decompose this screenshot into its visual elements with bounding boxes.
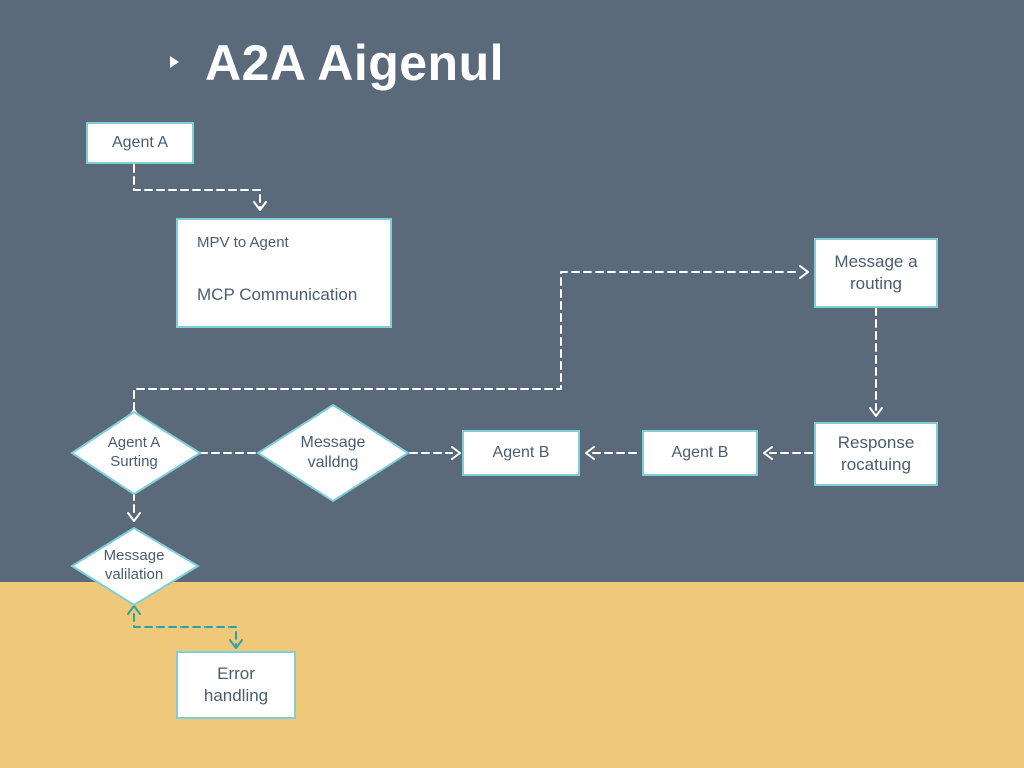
node-error-handling: Error handling [176, 651, 296, 719]
connector-agent-a-to-mpv [133, 164, 261, 209]
node-message-routing-line2: routing [850, 274, 902, 293]
node-message-routing-line1: Message a [834, 251, 918, 271]
node-agent-b-right: Agent B [642, 430, 758, 476]
arrowhead-validation [127, 512, 141, 522]
node-agent-b-left-label: Agent B [492, 443, 550, 461]
node-response-rocatuing: Response rocatuing [814, 422, 938, 486]
arrowhead-response [869, 407, 883, 417]
node-mpv-line2: MCP Communication [197, 285, 358, 304]
node-message-validation-line2: valilation [104, 566, 164, 583]
diamond-message-validation [70, 526, 200, 607]
node-agent-a-surting-line1: Agent A [107, 434, 161, 452]
arrowhead-error [229, 639, 243, 649]
arrowhead-validation-up [127, 605, 141, 615]
arrowhead-agent-b-from-valldng [451, 446, 461, 460]
node-mpv-line1: MPV to Agent [197, 234, 289, 251]
node-message-routing: Message a routing [814, 238, 938, 308]
node-message-valldng-line1: Message [300, 434, 366, 451]
diamond-message-valldng [256, 403, 410, 503]
arrowhead-mpv [253, 201, 267, 211]
node-agent-a-label: Agent A [111, 133, 169, 151]
node-agent-b-left: Agent B [462, 430, 580, 476]
arrowhead-message-routing [799, 265, 809, 279]
node-message-validation: Message valilation [84, 543, 184, 589]
background-bottom [0, 582, 1024, 768]
node-response-line2: rocatuing [841, 455, 911, 474]
node-agent-a: Agent A [86, 122, 194, 164]
arrowhead-agent-b-right [763, 446, 773, 460]
node-error-line2: handling [203, 686, 269, 705]
diagram-title: A2A Aigenul [205, 35, 505, 91]
node-agent-a-surting: Agent A Surting [84, 430, 184, 476]
node-error-line1: Error [217, 663, 255, 683]
title-marker-icon [170, 56, 179, 68]
node-message-validation-line1: Message [103, 547, 165, 565]
connector-surting-to-message-routing [133, 271, 801, 411]
connector-validation-to-error [133, 613, 237, 646]
node-message-valldng: Message valldng [278, 430, 388, 476]
node-agent-b-right-label: Agent B [671, 443, 729, 461]
node-mpv-to-agent: MPV to Agent MCP Communication [176, 218, 392, 328]
diamond-agent-a-surting [70, 410, 202, 496]
node-message-valldng-line2: valldng [307, 454, 359, 471]
arrowhead-agent-b-left [585, 446, 595, 460]
node-response-line1: Response [837, 432, 915, 452]
node-agent-a-surting-line2: Surting [110, 453, 158, 470]
